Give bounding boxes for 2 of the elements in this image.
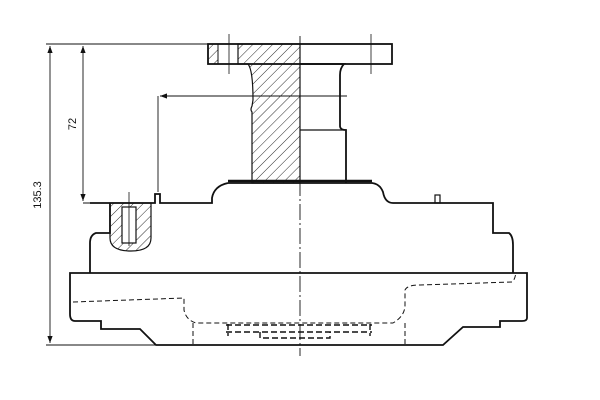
dimension-text: 135.3 [32, 181, 44, 209]
dimension-text: 72 [67, 118, 80, 130]
